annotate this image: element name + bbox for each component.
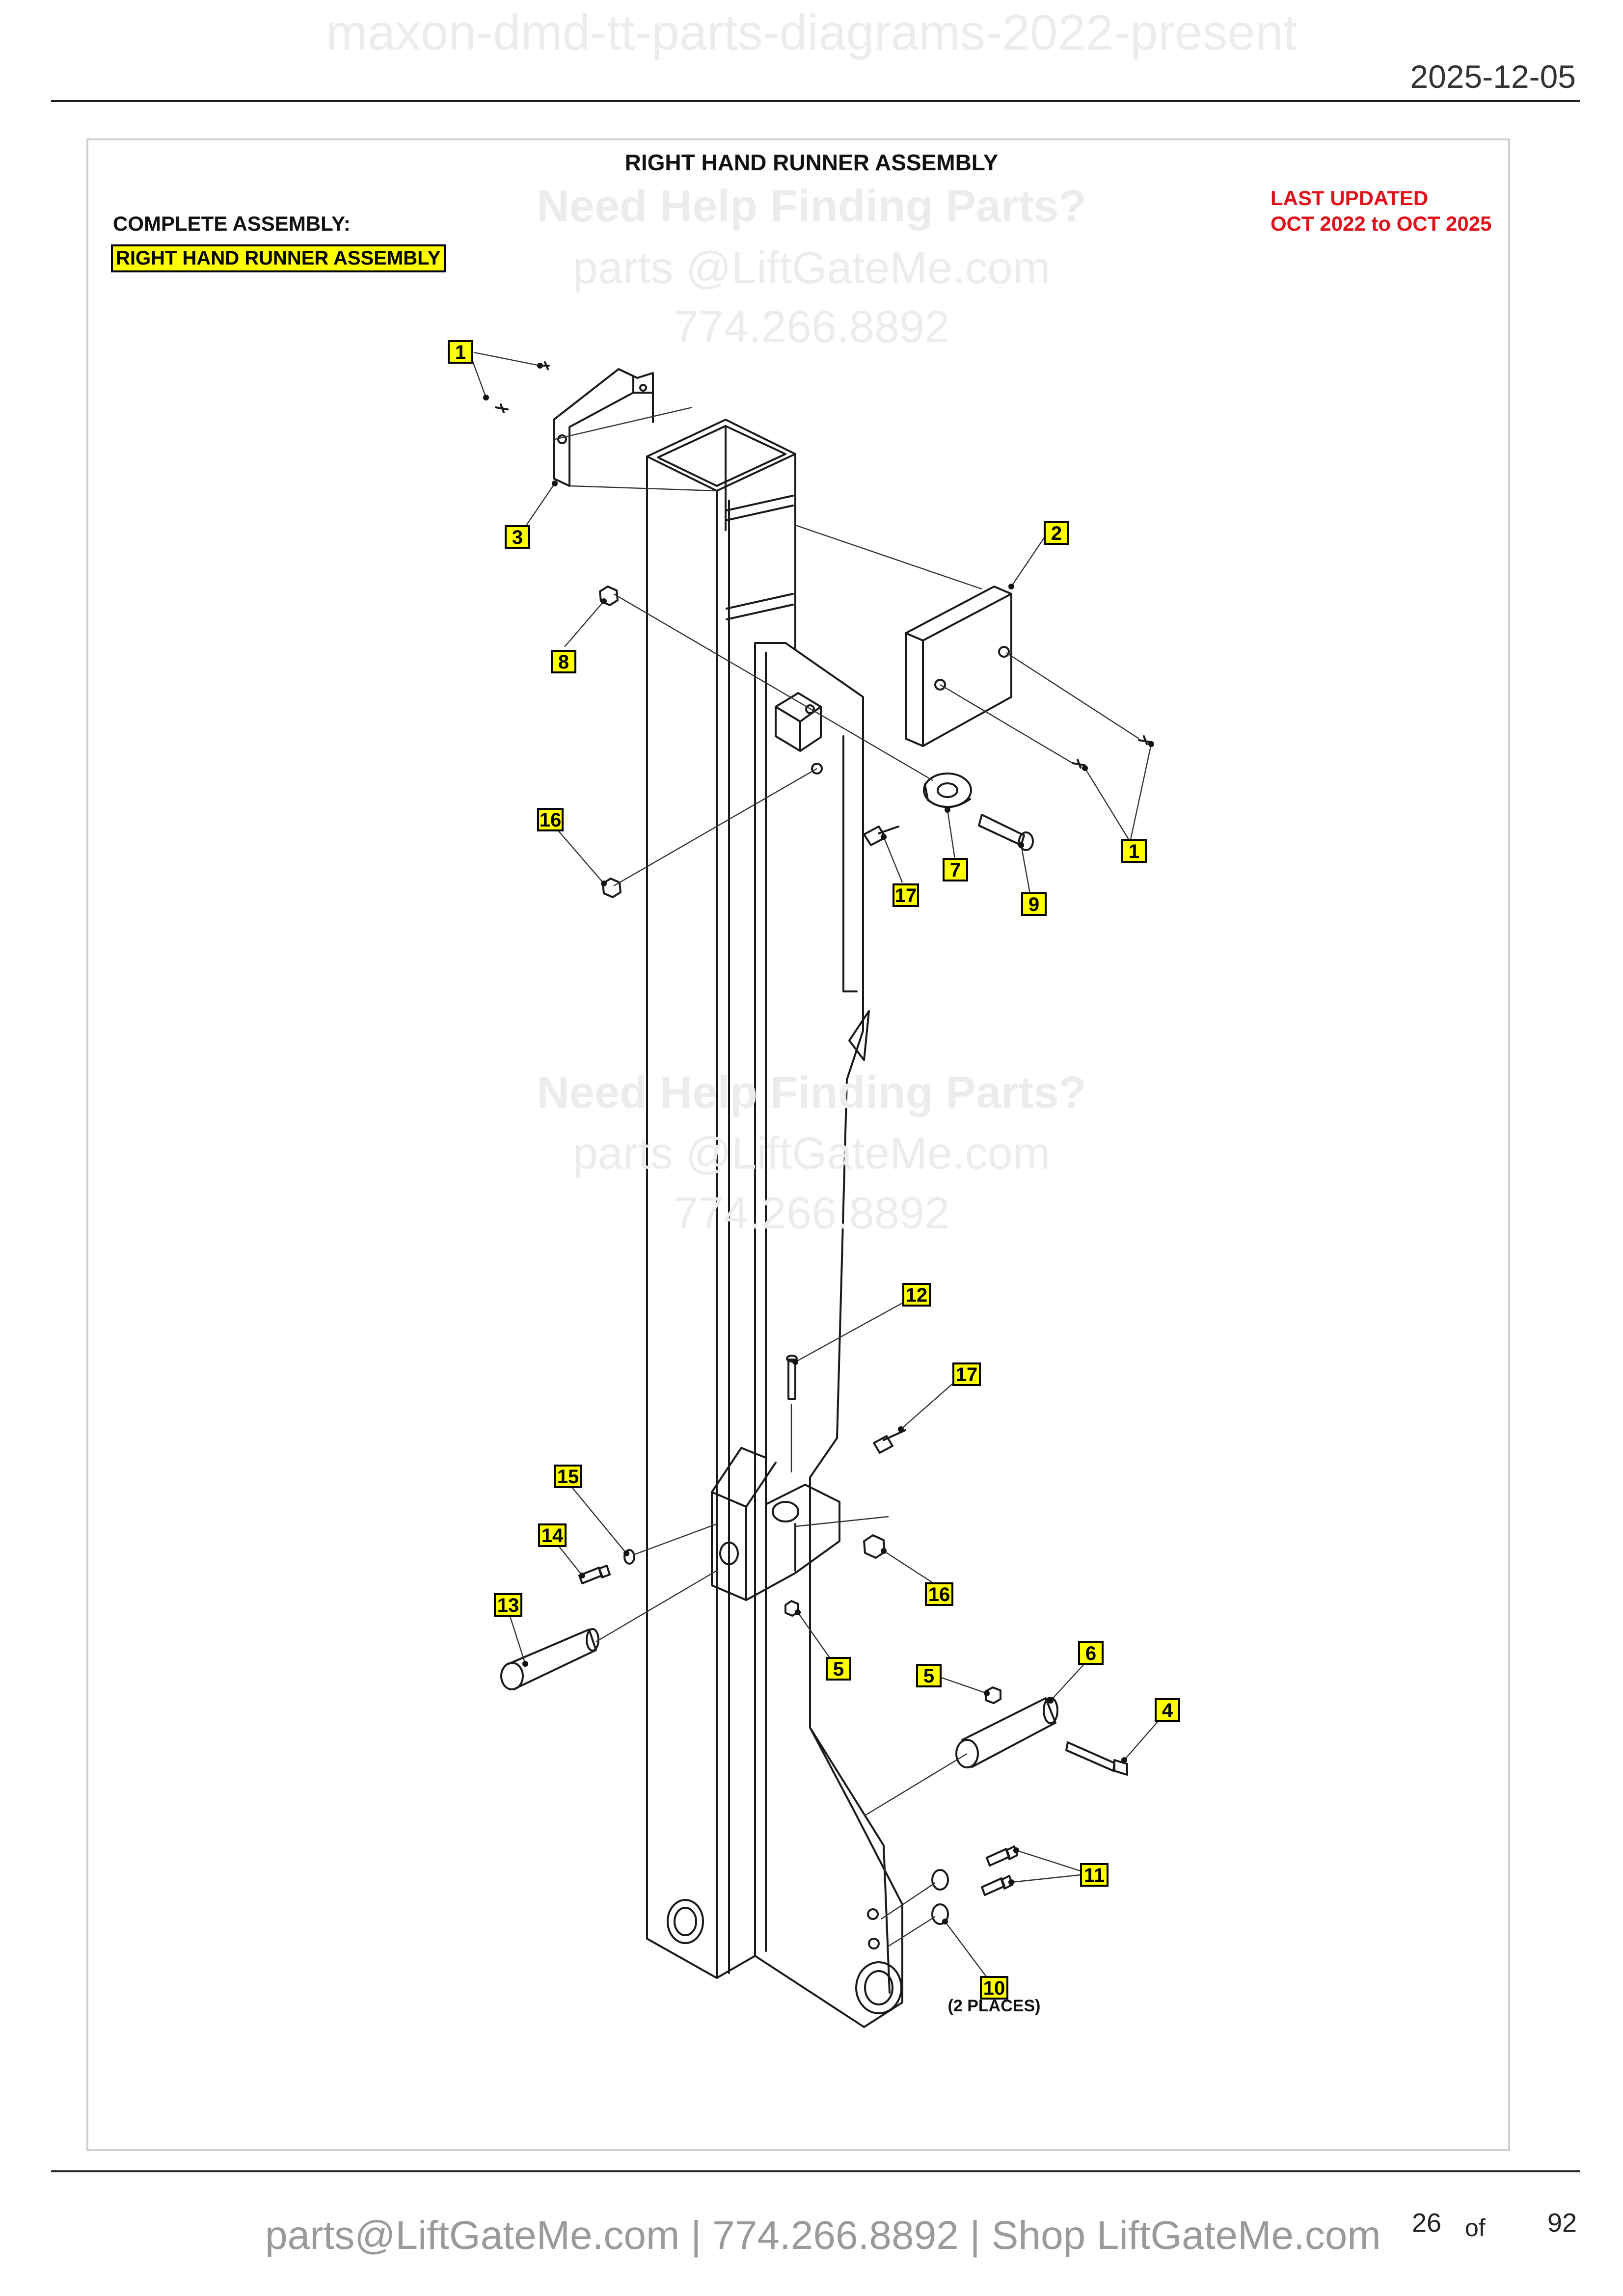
- svg-text:4: 4: [1162, 1700, 1173, 1721]
- callout-2: 2: [1044, 521, 1069, 545]
- svg-text:6: 6: [1085, 1643, 1096, 1664]
- callout-10: 10: [980, 1976, 1008, 2000]
- svg-text:3: 3: [512, 527, 523, 548]
- header-rule: [51, 100, 1580, 102]
- watermark-email: parts @LiftGateMe.com: [572, 1128, 1051, 1178]
- last-updated-note: LAST UPDATED OCT 2022 to OCT 2025: [1271, 186, 1492, 237]
- svg-text:7: 7: [950, 859, 961, 881]
- square-tube-part: [646, 419, 796, 1979]
- footer-contact: parts@LiftGateMe.com | 774.266.8892 | Sh…: [265, 2213, 1381, 2258]
- pin-part-13: [500, 1628, 599, 1690]
- footer-rule: [51, 2170, 1580, 2172]
- svg-text:5: 5: [923, 1665, 934, 1687]
- leader-lines: [471, 351, 1165, 1984]
- svg-text:17: 17: [895, 885, 917, 907]
- callout-5a: 5: [826, 1657, 851, 1681]
- callout-1b: 1: [1121, 839, 1147, 863]
- arrowheads: [483, 363, 1154, 1924]
- svg-text:1: 1: [1129, 841, 1139, 862]
- callout-12: 12: [902, 1283, 931, 1307]
- callout-6: 6: [1078, 1641, 1104, 1665]
- complete-assembly-label: COMPLETE ASSEMBLY:: [113, 212, 351, 235]
- svg-text:17: 17: [956, 1364, 978, 1386]
- page-total: 92: [1547, 2208, 1577, 2238]
- svg-text:13: 13: [497, 1595, 519, 1616]
- callout-4: 4: [1155, 1698, 1180, 1722]
- complete-assembly-name: RIGHT HAND RUNNER ASSEMBLY: [111, 244, 446, 272]
- pin-part-6: [955, 1697, 1058, 1768]
- callout-13: 13: [494, 1593, 522, 1617]
- callout-15: 15: [554, 1465, 582, 1488]
- page-date: 2025-12-05: [1410, 58, 1576, 95]
- svg-text:10: 10: [983, 1977, 1005, 1999]
- watermark-heading: Need Help Finding Parts?: [537, 181, 1086, 231]
- last-updated-range: OCT 2022 to OCT 2025: [1271, 212, 1492, 235]
- svg-text:15: 15: [557, 1466, 579, 1488]
- callout-7: 7: [943, 858, 968, 881]
- watermark-phone: 774.266.8892: [673, 1188, 950, 1238]
- callout-17a: 17: [893, 883, 919, 907]
- svg-text:9: 9: [1028, 894, 1039, 915]
- svg-text:11: 11: [1084, 1865, 1105, 1886]
- watermark-email: parts @LiftGateMe.com: [572, 243, 1051, 293]
- bracket-part-2: [905, 586, 1012, 747]
- callout-1a: 1: [448, 340, 473, 364]
- diagram-title: RIGHT HAND RUNNER ASSEMBLY: [624, 150, 999, 175]
- svg-text:14: 14: [541, 1525, 564, 1547]
- document-watermark-title: maxon-dmd-tt-parts-diagrams-2022-present: [325, 4, 1298, 60]
- callout-16a: 16: [537, 808, 564, 831]
- page-of-label: of: [1465, 2214, 1486, 2242]
- watermark-heading: Need Help Finding Parts?: [537, 1068, 1086, 1118]
- callout-14: 14: [538, 1523, 567, 1547]
- svg-text:16: 16: [928, 1584, 950, 1605]
- svg-text:16: 16: [540, 809, 562, 831]
- svg-text:1: 1: [455, 342, 466, 363]
- stop-block-part: [775, 692, 822, 752]
- bolt-part-4: [1065, 1741, 1128, 1776]
- svg-text:5: 5: [833, 1658, 844, 1680]
- bolt-part-9: [978, 814, 1034, 851]
- bracket-part-3: [553, 368, 654, 487]
- watermark-phone: 774.266.8892: [673, 302, 950, 352]
- small-hardware: [495, 361, 1152, 1925]
- spacer-part-7: [923, 773, 972, 808]
- callout-9: 9: [1021, 892, 1047, 916]
- callout-11: 11: [1080, 1863, 1109, 1887]
- callout-16b: 16: [925, 1582, 953, 1606]
- svg-text:8: 8: [558, 651, 569, 673]
- diagram-frame: [86, 138, 1510, 2151]
- hinge-bracket-part: [711, 1447, 840, 1601]
- callout-5b: 5: [916, 1664, 942, 1687]
- svg-text:2: 2: [1051, 523, 1062, 544]
- callout-3: 3: [505, 525, 530, 549]
- page-current: 26: [1412, 2208, 1442, 2238]
- side-plate-part: [754, 642, 903, 2028]
- callout-8: 8: [551, 650, 576, 673]
- callout-17b: 17: [952, 1362, 981, 1386]
- last-updated-label: LAST UPDATED: [1271, 187, 1429, 210]
- svg-text:12: 12: [906, 1284, 928, 1306]
- two-places-note: (2 PLACES): [948, 1997, 1041, 2015]
